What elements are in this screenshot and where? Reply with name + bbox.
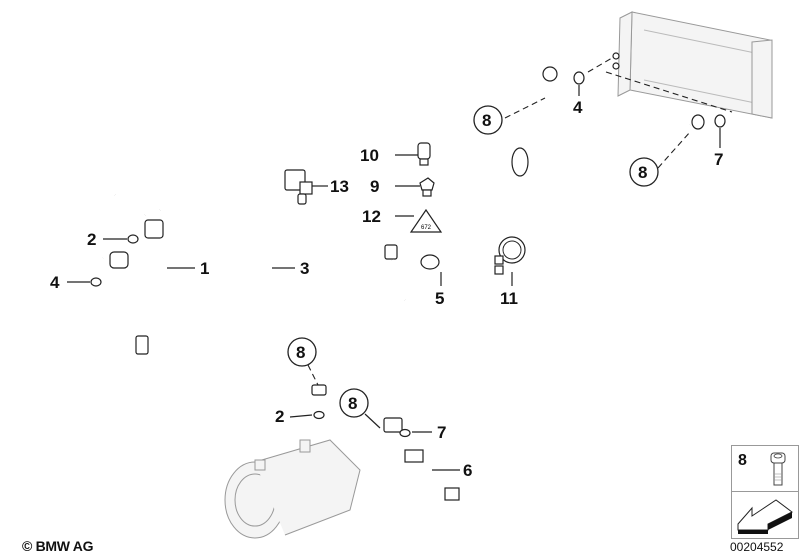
o-ring — [313, 410, 325, 420]
valve-core — [419, 177, 435, 197]
bracket-clip — [284, 169, 313, 205]
callout-4b: 4 — [573, 98, 583, 117]
svg-text:8: 8 — [482, 111, 491, 130]
callout-8b: 8 — [629, 157, 659, 187]
callout-8c: 8 — [287, 337, 317, 367]
diagram-id: 00204552 — [730, 540, 784, 554]
pipe-3 — [93, 66, 558, 400]
callout-2b: 2 — [275, 407, 284, 426]
callout-2a: 2 — [87, 230, 96, 249]
o-ring — [90, 277, 102, 287]
pipe-6 — [404, 449, 460, 520]
svg-text:8: 8 — [638, 163, 647, 182]
callout-12: 12 — [362, 207, 381, 226]
svg-text:8: 8 — [348, 394, 357, 413]
direction-arrow-icon — [737, 499, 793, 534]
service-valve-cap — [417, 142, 431, 166]
callout-7a: 7 — [437, 423, 446, 442]
callout-1: 1 — [200, 259, 209, 278]
o-ring — [573, 71, 585, 85]
hose-5 — [350, 114, 705, 433]
dash-line — [587, 57, 613, 73]
legend-divider — [732, 491, 798, 492]
o-ring — [714, 114, 726, 128]
callout-5: 5 — [435, 289, 444, 308]
callout-7b: 7 — [714, 150, 723, 169]
hose-1 — [93, 176, 327, 396]
callout-3: 3 — [300, 259, 309, 278]
callout-4a: 4 — [50, 273, 60, 292]
warning-label: 672 — [409, 208, 443, 233]
callout-13: 13 — [330, 177, 349, 196]
compressor — [224, 439, 361, 539]
copyright-notice: © BMW AG — [22, 538, 94, 554]
callout-6: 6 — [463, 461, 472, 480]
callout-11: 11 — [500, 289, 518, 308]
o-ring — [399, 428, 411, 438]
legend-box: 8 — [731, 445, 799, 539]
callout-8a: 8 — [473, 105, 503, 135]
socket-head-bolt-icon — [770, 452, 786, 486]
callout-8d: 8 — [339, 388, 369, 418]
hose-clamp — [494, 236, 526, 275]
o-ring — [127, 234, 139, 244]
svg-text:8: 8 — [296, 343, 305, 362]
legend-part-number: 8 — [738, 452, 747, 469]
dash-line — [605, 71, 733, 113]
callout-10: 10 — [360, 146, 379, 165]
callout-9: 9 — [370, 177, 379, 196]
svg-text:672: 672 — [421, 225, 432, 231]
evaporator — [612, 11, 773, 119]
